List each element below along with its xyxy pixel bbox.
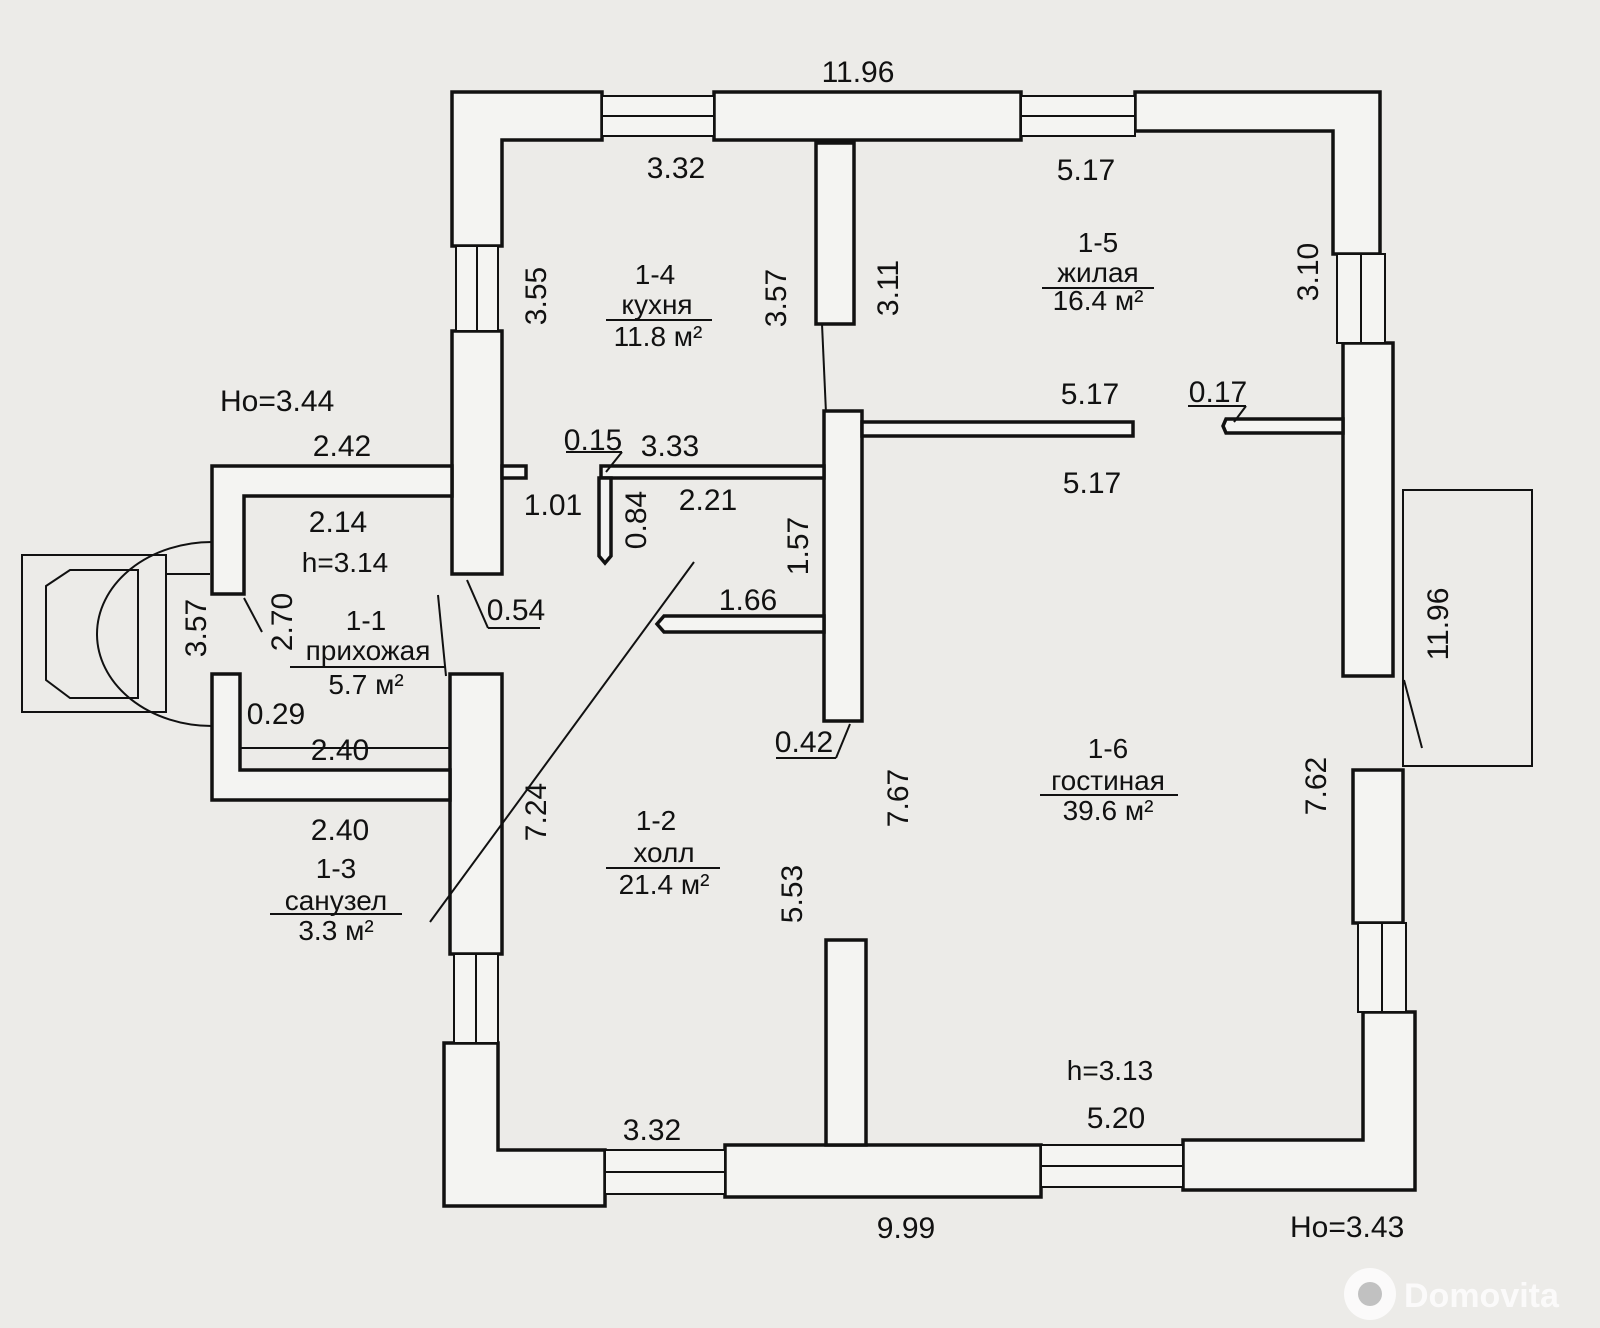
dim-bottom-overall: 9.99 <box>877 1212 935 1245</box>
dim-084: 0.84 <box>620 491 653 549</box>
room-1-6-id: 1-6 <box>1088 733 1128 764</box>
wall-bottom-middle <box>723 1143 1043 1199</box>
dim-kitchen-right: 3.57 <box>760 269 793 327</box>
leader-lines <box>243 405 1423 923</box>
porch-left <box>21 541 213 727</box>
dim-living-right: 3.10 <box>1292 243 1325 301</box>
window-bottom-guest <box>1040 1144 1184 1188</box>
window-top-living <box>1020 95 1136 137</box>
room-1-3-area: 3.3 м² <box>298 915 373 946</box>
wall-stub-small <box>500 464 528 480</box>
dim-entry-top-outer: 2.42 <box>313 430 371 463</box>
wall-guest-stub <box>824 938 868 1147</box>
room-1-2-area: 21.4 м² <box>619 869 710 900</box>
dim-guest-bottom: 5.20 <box>1087 1102 1145 1135</box>
wall-pantry-stub <box>597 476 613 566</box>
wall-left-lower <box>448 672 504 956</box>
room-1-4-name: кухня <box>621 289 692 320</box>
window-left-kitchen <box>455 245 499 332</box>
wall-top-left-corner <box>450 90 604 248</box>
room-1-4-area: 11.8 м² <box>614 321 703 352</box>
watermark-text: Domovita <box>1404 1277 1560 1315</box>
dim-porch-357: 3.57 <box>180 599 213 657</box>
dim-guest-top: 5.17 <box>1063 467 1121 500</box>
room-1-1-id: 1-1 <box>346 605 386 636</box>
dim-living-left: 3.11 <box>872 260 905 316</box>
dim-221: 2.21 <box>679 484 737 517</box>
window-right-living <box>1336 253 1386 344</box>
wall-left-upper <box>450 329 504 576</box>
room-1-6-area: 39.6 м² <box>1063 795 1154 826</box>
wall-right-lower <box>1351 768 1405 925</box>
dim-stub-015: 0.15 <box>564 424 622 457</box>
wall-hall-guest <box>822 409 864 723</box>
dim-767: 7.67 <box>882 769 915 827</box>
ho-top-label: Ho=3.44 <box>220 385 334 418</box>
dim-029: 0.29 <box>247 698 305 731</box>
wall-hall-partition <box>654 614 826 634</box>
room-1-6-height: h=3.13 <box>1067 1055 1153 1086</box>
wall-entry-top <box>210 464 454 596</box>
wall-kitchen-bottom <box>599 464 826 480</box>
porch-right <box>1402 489 1533 767</box>
dim-living-top: 5.17 <box>1057 154 1115 187</box>
room-1-5-name: жилая <box>1057 257 1138 288</box>
exterior-walls <box>442 90 1417 1208</box>
wall-entry-bottom <box>210 672 452 802</box>
wall-bottom-right-corner <box>1181 1010 1417 1192</box>
room-1-2-name: холл <box>633 837 694 868</box>
dim-kitchen-left: 3.55 <box>520 267 553 325</box>
dim-entry-top-inner: 2.14 <box>309 506 367 539</box>
room-1-2-id: 1-2 <box>636 805 676 836</box>
dim-553: 5.53 <box>776 865 809 923</box>
dim-724: 7.24 <box>520 783 553 841</box>
room-1-5-area: 16.4 м² <box>1053 285 1144 316</box>
room-1-3-id: 1-3 <box>316 853 356 884</box>
dim-157: 1.57 <box>782 517 815 575</box>
room-1-6-name: гостиная <box>1051 765 1165 796</box>
watermark: Domovita <box>1344 1268 1560 1320</box>
dim-166: 1.66 <box>719 584 777 617</box>
window-top-kitchen <box>601 95 715 137</box>
dim-hall-bottom: 3.32 <box>623 1114 681 1147</box>
room-1-1-height: h=3.14 <box>302 547 388 578</box>
window-left-hall <box>453 953 499 1044</box>
dim-stub-017: 0.17 <box>1189 376 1247 409</box>
room-1-3-name: санузел <box>285 885 388 916</box>
wall-right-middle <box>1341 341 1395 678</box>
dim-042: 0.42 <box>775 726 833 759</box>
dim-corridor-333: 3.33 <box>641 430 699 463</box>
window-bottom-hall <box>604 1149 726 1195</box>
dim-101: 1.01 <box>524 489 582 522</box>
room-labels: 1-4 кухня 11.8 м² 1-5 жилая 16.4 м² 1-1 … <box>220 227 1404 1244</box>
dim-living-bottom: 5.17 <box>1061 378 1119 411</box>
dim-270: 2.70 <box>266 593 299 651</box>
room-1-4-id: 1-4 <box>635 259 675 290</box>
dimensions: 11.96 3.32 5.17 3.55 3.57 3.11 3.10 5.17… <box>180 56 1455 1245</box>
window-right-lower <box>1357 922 1407 1013</box>
room-1-5-id: 1-5 <box>1078 227 1118 258</box>
windows <box>453 95 1407 1195</box>
interior-walls <box>210 141 1345 1147</box>
ho-bottom-label: Ho=3.43 <box>1290 1211 1404 1244</box>
wall-living-bottom-stub <box>1221 417 1345 435</box>
dim-right-overall: 11.96 <box>1422 588 1455 661</box>
dim-054: 0.54 <box>487 594 545 627</box>
dim-kitchen-top: 3.32 <box>647 152 705 185</box>
room-1-1-area: 5.7 м² <box>328 669 403 700</box>
dim-240-upper: 2.40 <box>311 734 369 767</box>
wall-top-middle <box>712 90 1023 142</box>
wall-kitchen-living <box>814 141 856 326</box>
dim-240-lower: 2.40 <box>311 814 369 847</box>
room-1-1-name: прихожая <box>306 635 431 666</box>
dim-762: 7.62 <box>1300 757 1333 815</box>
dim-top-overall: 11.96 <box>822 56 895 89</box>
wall-living-bottom <box>860 420 1135 438</box>
